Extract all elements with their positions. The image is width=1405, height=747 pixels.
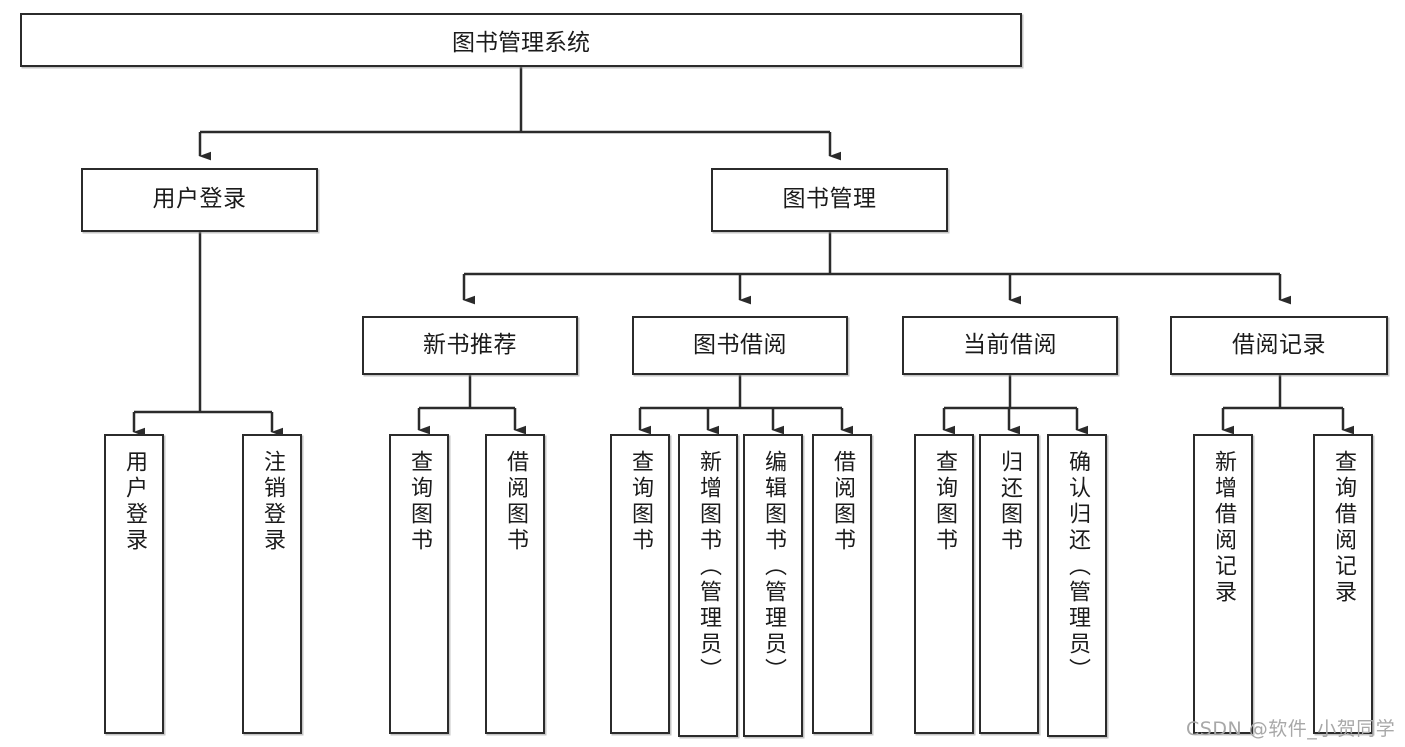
node-leaf-query-book-1-label: 查询图书 [407, 450, 432, 554]
node-root[interactable]: 图书管理系统 [20, 13, 1022, 67]
node-leaf-borrow-book-1-label: 借阅图书 [503, 450, 528, 554]
node-current-borrow[interactable]: 当前借阅 [902, 316, 1118, 375]
node-leaf-add-book-label: 新增图书（管理员） [696, 450, 721, 684]
node-leaf-query-book-3-label: 查询图书 [932, 450, 957, 554]
node-new-book-rec-label: 新书推荐 [423, 331, 517, 358]
node-current-borrow-label: 当前借阅 [963, 331, 1057, 358]
node-leaf-user-login-label: 用户登录 [122, 450, 147, 554]
node-leaf-borrow-book-1[interactable]: 借阅图书 [485, 434, 545, 734]
node-leaf-user-login[interactable]: 用户登录 [104, 434, 164, 734]
node-book-manage-label: 图书管理 [782, 186, 877, 213]
node-leaf-add-record[interactable]: 新增借阅记录 [1193, 434, 1253, 734]
node-leaf-query-book-2[interactable]: 查询图书 [610, 434, 670, 734]
node-book-borrow-label: 图书借阅 [693, 331, 787, 358]
node-user-login-label: 用户登录 [152, 186, 247, 213]
node-leaf-edit-book-label: 编辑图书（管理员） [761, 450, 786, 684]
node-book-manage[interactable]: 图书管理 [711, 168, 948, 232]
node-user-login[interactable]: 用户登录 [81, 168, 318, 232]
node-leaf-query-record-label: 查询借阅记录 [1331, 450, 1356, 606]
node-leaf-borrow-book-2[interactable]: 借阅图书 [812, 434, 872, 734]
node-borrow-record[interactable]: 借阅记录 [1170, 316, 1388, 375]
node-leaf-borrow-book-2-label: 借阅图书 [830, 450, 855, 554]
node-new-book-rec[interactable]: 新书推荐 [362, 316, 578, 375]
node-leaf-confirm-return[interactable]: 确认归还（管理员） [1047, 434, 1107, 737]
node-borrow-record-label: 借阅记录 [1232, 331, 1326, 358]
node-book-borrow[interactable]: 图书借阅 [632, 316, 848, 375]
node-leaf-return-book[interactable]: 归还图书 [979, 434, 1039, 734]
node-leaf-query-book-2-label: 查询图书 [628, 450, 653, 554]
node-leaf-return-book-label: 归还图书 [997, 450, 1022, 554]
node-leaf-query-record[interactable]: 查询借阅记录 [1313, 434, 1373, 734]
node-leaf-query-book-1[interactable]: 查询图书 [389, 434, 449, 734]
node-leaf-add-book[interactable]: 新增图书（管理员） [678, 434, 738, 737]
node-root-label: 图书管理系统 [452, 30, 590, 56]
node-leaf-edit-book[interactable]: 编辑图书（管理员） [743, 434, 803, 737]
watermark: CSDN @软件_小贺同学 [1186, 718, 1396, 740]
node-leaf-query-book-3[interactable]: 查询图书 [914, 434, 974, 734]
node-leaf-user-logout-label: 注销登录 [260, 450, 285, 554]
node-leaf-confirm-return-label: 确认归还（管理员） [1065, 450, 1090, 684]
node-leaf-add-record-label: 新增借阅记录 [1211, 450, 1236, 606]
node-leaf-user-logout[interactable]: 注销登录 [242, 434, 302, 734]
